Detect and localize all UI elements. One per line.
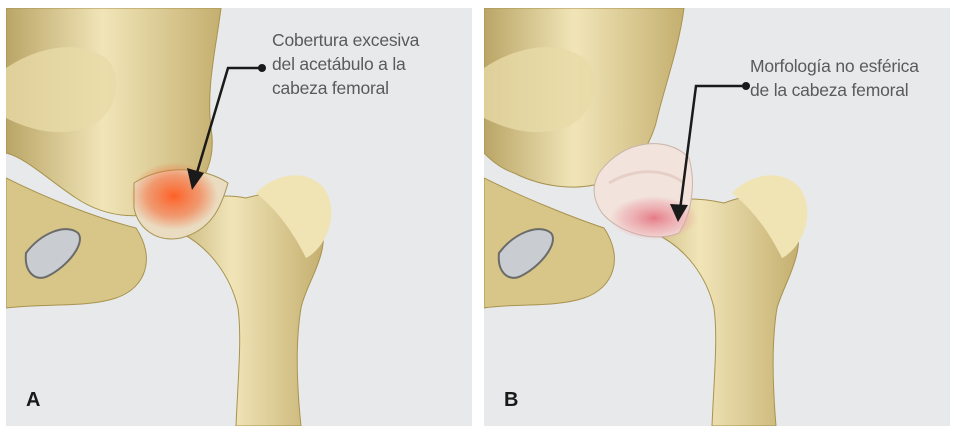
callout-line: Morfología no esférica	[750, 54, 919, 78]
callout-line: de la cabeza femoral	[750, 78, 919, 102]
callout-text-a: Cobertura excesiva del acetábulo a la ca…	[272, 28, 419, 100]
callout-line: del acetábulo a la	[272, 52, 419, 76]
callout-text-b: Morfología no esférica de la cabeza femo…	[750, 54, 919, 102]
bump-highlight	[610, 196, 698, 240]
impingement-highlight	[130, 162, 218, 230]
callout-line: Cobertura excesiva	[272, 28, 419, 52]
panel-a: Cobertura excesiva del acetábulo a la ca…	[6, 8, 472, 426]
panel-b: Morfología no esférica de la cabeza femo…	[484, 8, 950, 426]
panel-label-b: B	[504, 389, 518, 412]
panel-label-a: A	[26, 389, 40, 412]
callout-line: cabeza femoral	[272, 76, 419, 100]
